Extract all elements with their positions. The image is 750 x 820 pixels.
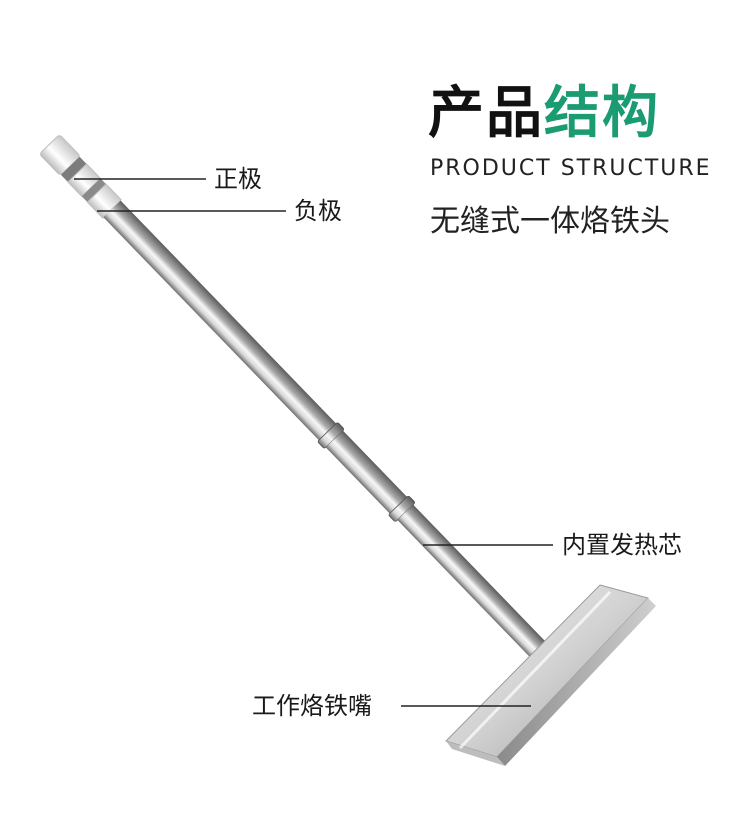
label-tip: 工作烙铁嘴: [252, 692, 372, 720]
title-accent-part: 结构: [544, 81, 660, 146]
subtitle-chinese: 无缝式一体烙铁头: [430, 204, 670, 239]
title-dark-part: 产品: [428, 81, 544, 146]
subtitle-english: PRODUCT STRUCTURE: [430, 156, 712, 181]
insulator-ring: [86, 183, 123, 219]
tip-blade: [445, 584, 656, 766]
label-negative: 负极: [294, 197, 342, 225]
page-title: 产品结构: [428, 82, 660, 146]
label-positive: 正极: [214, 165, 262, 193]
shaft-middle: [325, 430, 407, 514]
shaft-lower: [397, 504, 557, 669]
shaft-upper: [103, 200, 337, 441]
negative-contact: [81, 178, 107, 203]
positive-contact: [60, 156, 87, 183]
label-heater: 内置发热芯: [562, 531, 682, 559]
